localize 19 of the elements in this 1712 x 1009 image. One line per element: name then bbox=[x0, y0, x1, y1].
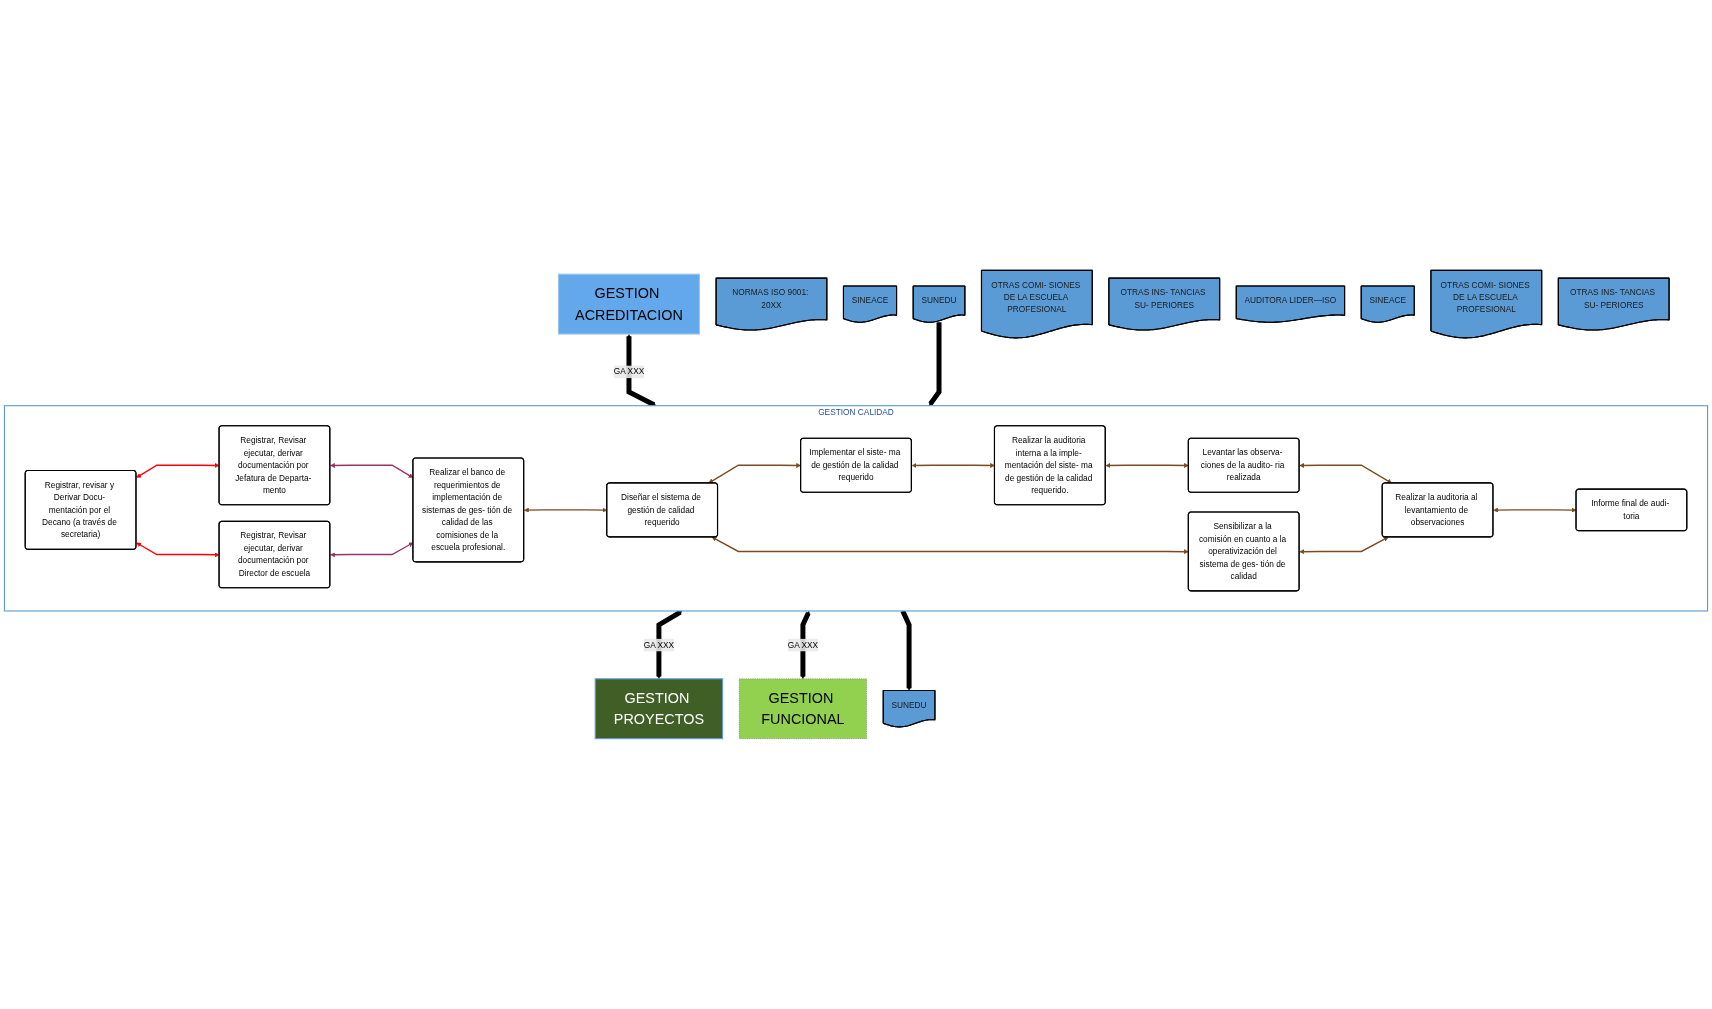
edge-label: GA XXX bbox=[787, 639, 819, 650]
arrow bbox=[928, 322, 942, 406]
edge-label: GA XXX bbox=[643, 639, 675, 650]
arrow bbox=[626, 334, 657, 407]
arrow bbox=[136, 463, 220, 478]
arrow bbox=[1493, 507, 1577, 513]
edge-label: GA XXX bbox=[613, 366, 645, 377]
arrow bbox=[656, 609, 683, 680]
arrow bbox=[800, 610, 811, 680]
node-box: GESTION FUNCIONAL bbox=[738, 678, 867, 739]
arrow bbox=[1299, 463, 1392, 484]
node-box: GESTION PROYECTOS bbox=[594, 678, 724, 740]
arrow bbox=[900, 609, 912, 691]
node-box: GESTION ACREDITACION bbox=[557, 273, 700, 335]
arrow bbox=[136, 542, 220, 558]
arrow bbox=[711, 537, 1189, 555]
arrow bbox=[1105, 463, 1189, 468]
arrow bbox=[1299, 536, 1389, 555]
arrow bbox=[911, 463, 995, 468]
